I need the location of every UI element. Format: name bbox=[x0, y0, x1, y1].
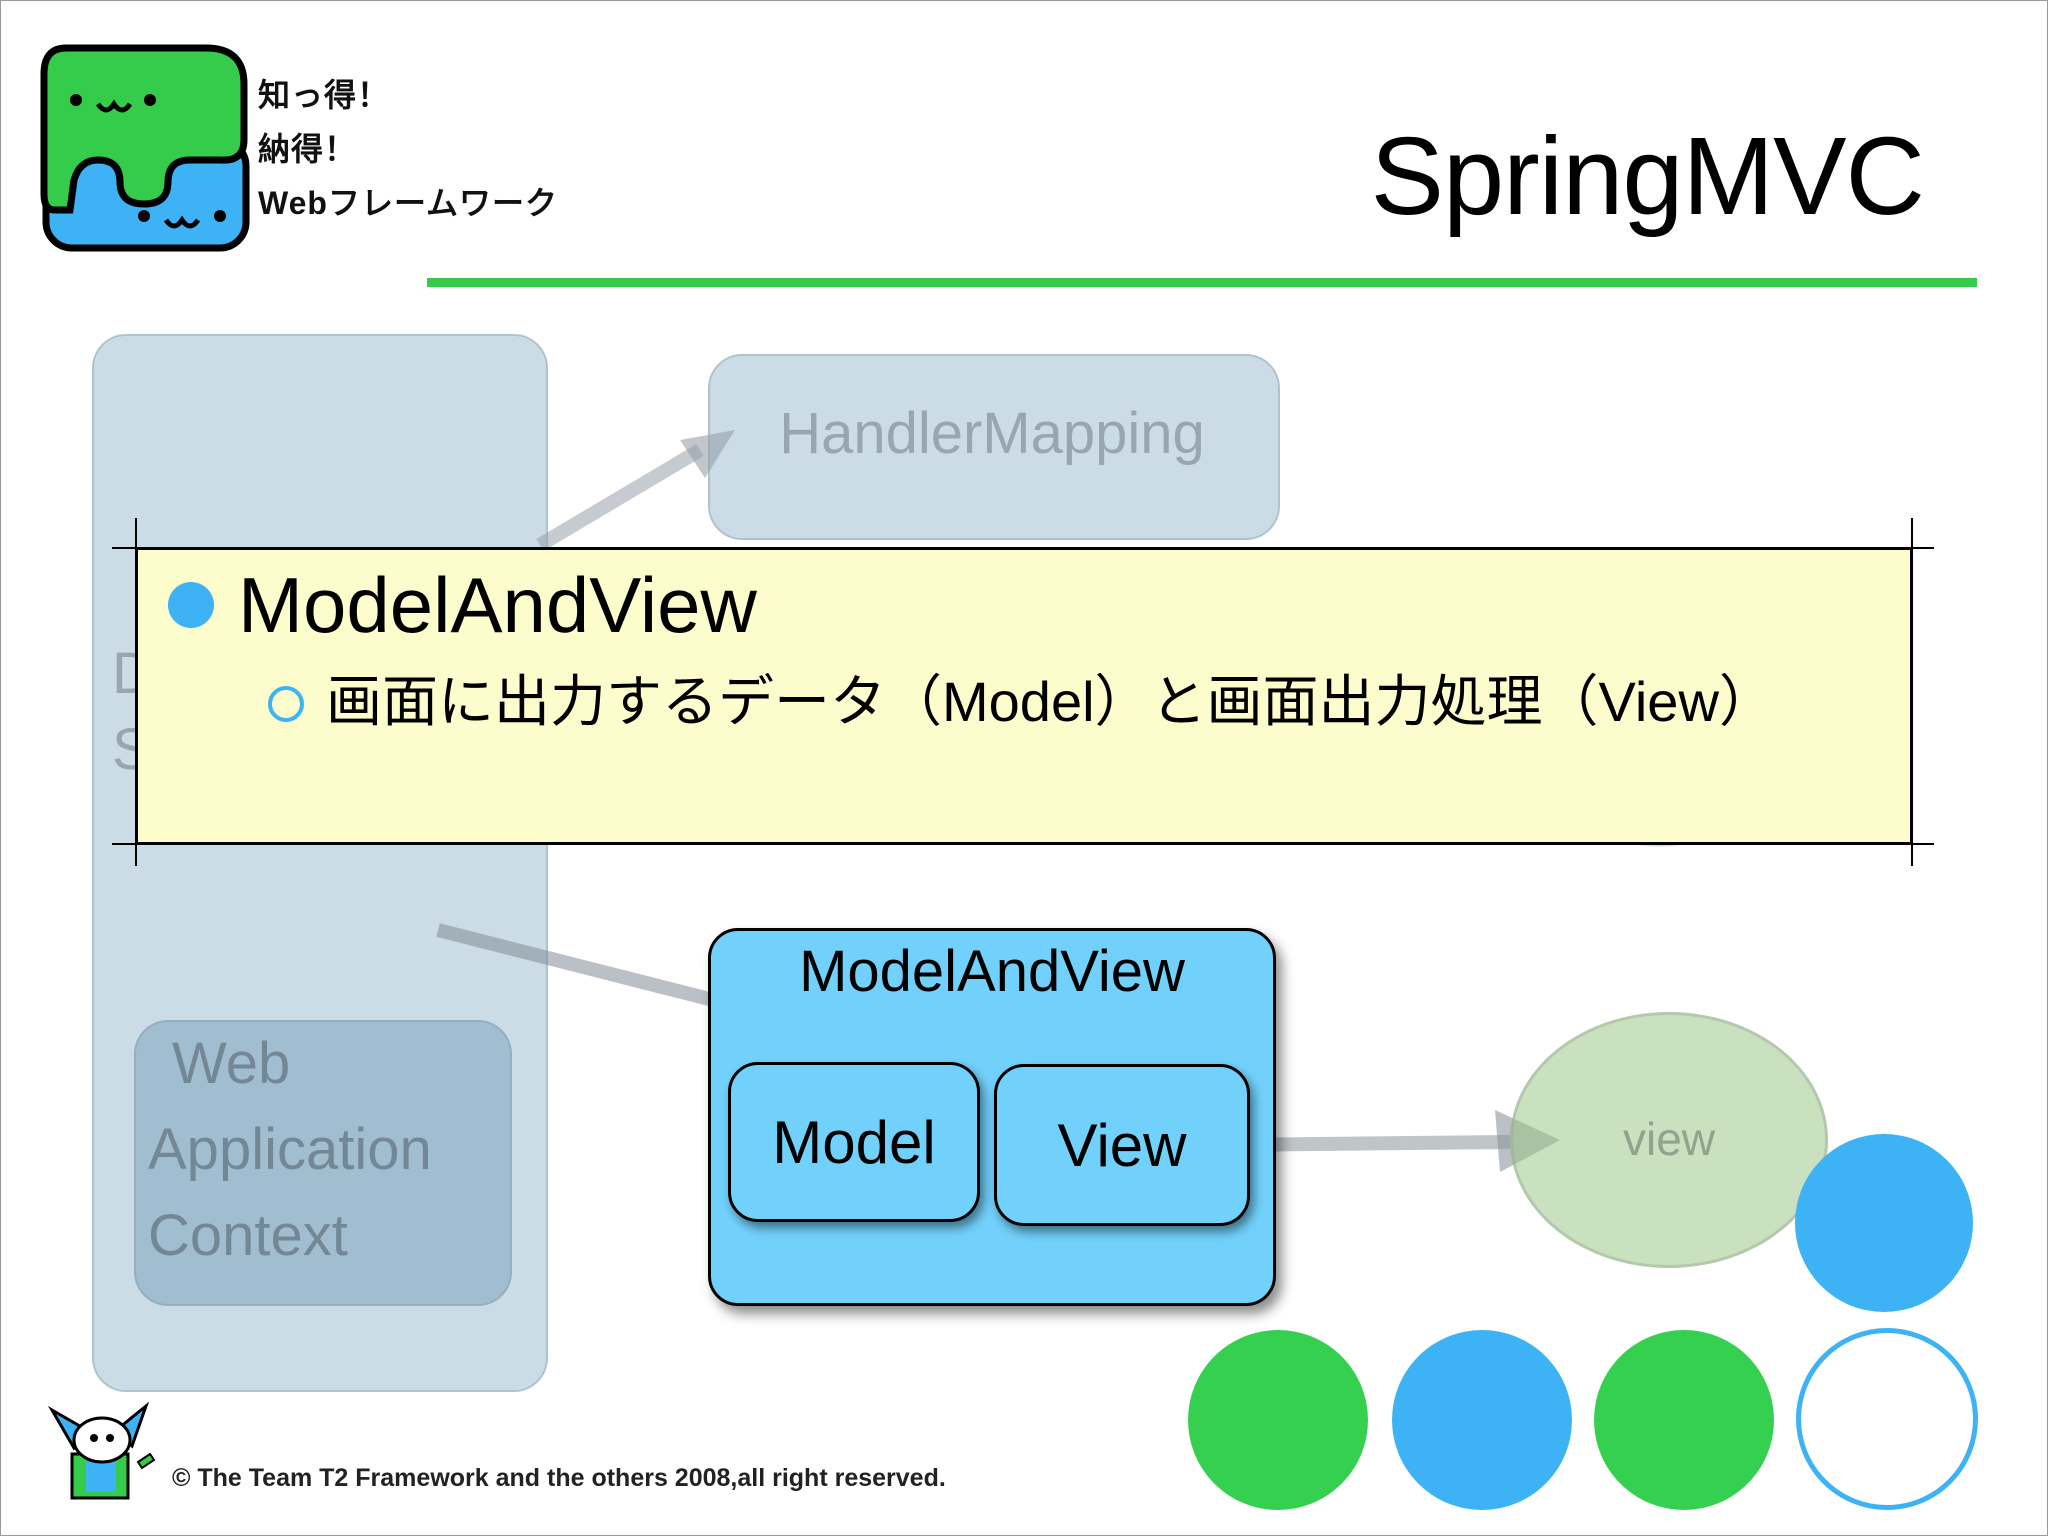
model-and-view-title: ModelAndView bbox=[799, 939, 1185, 1004]
bullet-icon bbox=[168, 582, 214, 628]
page-title: SpringMVC bbox=[1370, 115, 1925, 238]
model-box: Model bbox=[728, 1062, 980, 1222]
logo-line-2: 納得！ bbox=[258, 131, 358, 167]
view-node-ellipse bbox=[1510, 1012, 1828, 1268]
copyright-text: © The Team T2 Framework and the others 2… bbox=[172, 1464, 946, 1492]
web-app-context-box bbox=[134, 1020, 512, 1306]
logo-line-3: Webフレームワーク bbox=[258, 185, 559, 221]
view-node-label: view bbox=[1622, 1113, 1716, 1165]
decor-circle-blue-top bbox=[1795, 1134, 1973, 1312]
view-box: View bbox=[994, 1064, 1250, 1226]
decor-circle-outline bbox=[1796, 1328, 1978, 1510]
sub-bullet-icon bbox=[268, 686, 304, 722]
title-underline bbox=[427, 278, 1977, 287]
callout-box bbox=[136, 548, 1912, 844]
web-app-context-line-1: Web bbox=[172, 1031, 291, 1096]
web-app-context-line-3: Context bbox=[148, 1203, 348, 1268]
logo-icon bbox=[40, 44, 250, 252]
callout-heading: ModelAndView bbox=[238, 561, 757, 649]
decor-circle-green-2 bbox=[1594, 1330, 1774, 1510]
handler-mapping-box bbox=[708, 354, 1280, 540]
logo-line-1: 知っ得！ bbox=[258, 77, 391, 113]
web-app-context-line-2: Application bbox=[148, 1117, 432, 1182]
callout-description: 画面に出力するデータ（Model）と画面出力処理（View） bbox=[326, 670, 1775, 733]
decor-circle-green-1 bbox=[1188, 1330, 1368, 1510]
mascot-icon bbox=[47, 1402, 156, 1500]
decor-circle-blue bbox=[1392, 1330, 1572, 1510]
handler-mapping-label: HandlerMapping bbox=[779, 401, 1205, 466]
